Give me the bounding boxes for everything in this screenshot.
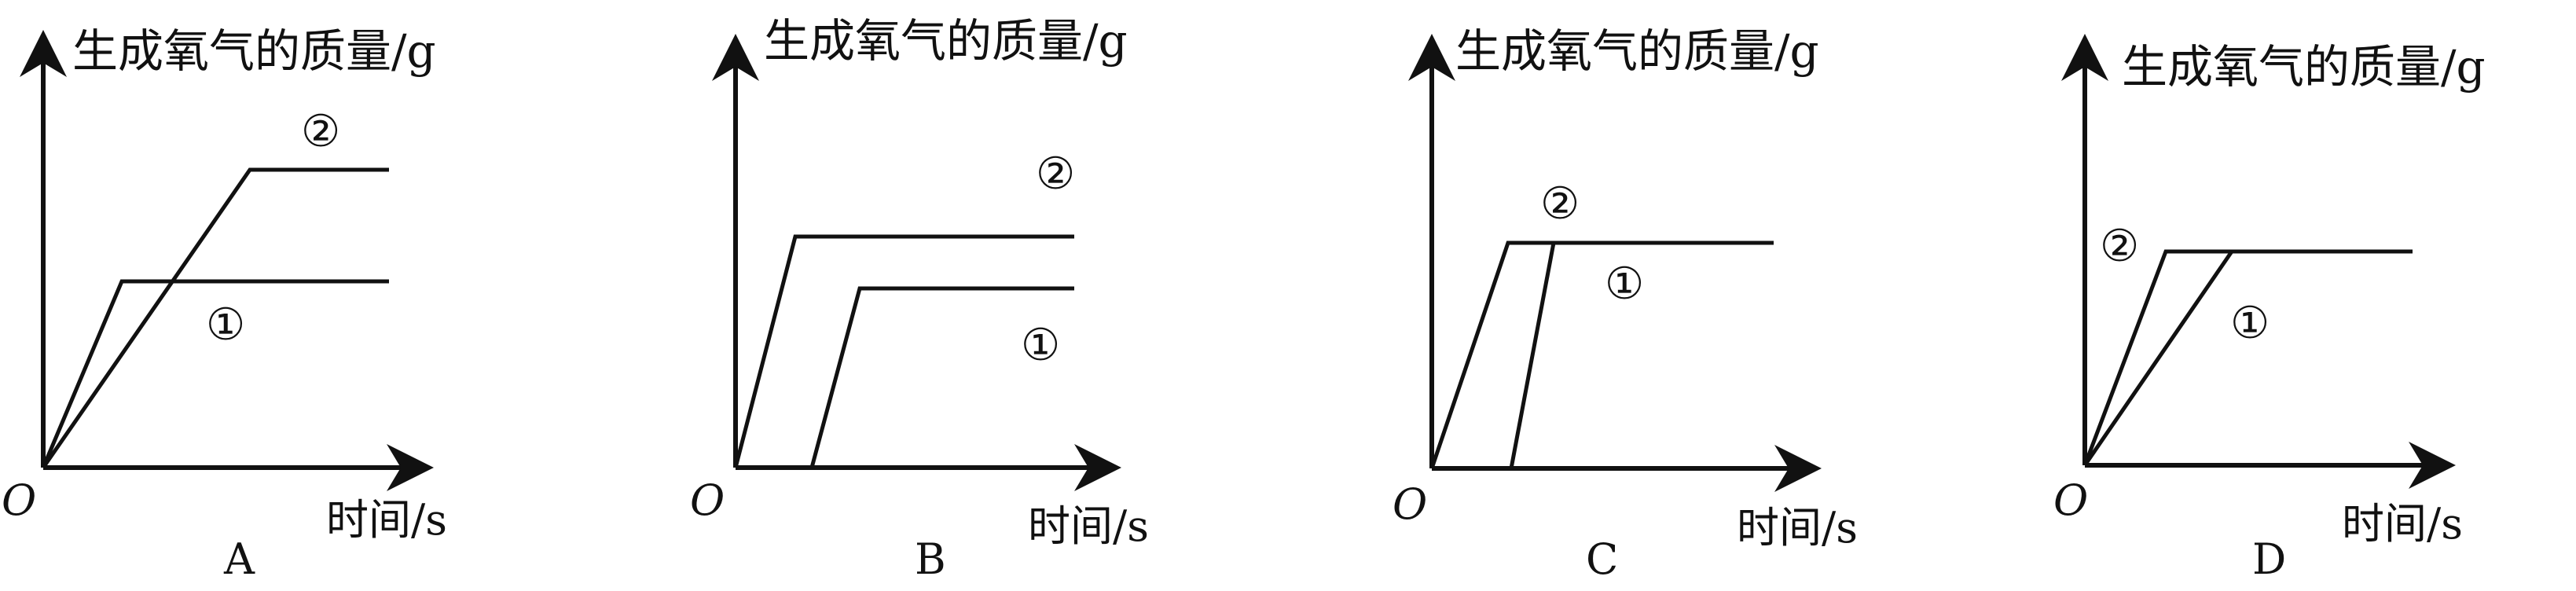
origin-label: O xyxy=(2,475,36,525)
curve-2-marker: ② xyxy=(301,106,340,157)
curve-1 xyxy=(809,286,1074,468)
panel-caption: C xyxy=(1586,534,1618,584)
curve-2-marker: ② xyxy=(2100,221,2139,272)
curve-1 xyxy=(2082,250,2234,467)
y-axis-label: 生成氧气的质量/g xyxy=(1455,24,1819,78)
curve-1-marker: ① xyxy=(206,299,245,351)
curve-2 xyxy=(41,167,389,469)
x-axis-label: 时间/s xyxy=(326,495,447,545)
curve-2 xyxy=(2082,249,2413,466)
panel-d: 生成氧气的质量/g O 时间/s ② ① D xyxy=(2053,34,2486,584)
x-axis-label: 时间/s xyxy=(1028,501,1149,551)
panel-b: 生成氧气的质量/g O 时间/s ② ① B xyxy=(690,14,1149,584)
origin-label: O xyxy=(2053,475,2088,525)
curve-2-marker: ② xyxy=(1036,149,1075,200)
origin-label: O xyxy=(690,475,725,525)
curve-1 xyxy=(41,279,389,468)
origin-label: O xyxy=(1393,479,1427,529)
curve-1-marker: ① xyxy=(2230,298,2270,349)
curve-1 xyxy=(1509,242,1556,469)
curve-1-marker: ① xyxy=(1021,320,1060,371)
x-axis-label: 时间/s xyxy=(1737,503,1858,552)
panel-c: 生成氧气的质量/g O 时间/s ② ① C xyxy=(1393,24,1858,584)
panel-caption: B xyxy=(915,534,946,584)
curve-1-marker: ① xyxy=(1605,259,1644,310)
y-axis-label: 生成氧气的质量/g xyxy=(764,14,1128,68)
panel-caption: A xyxy=(223,534,255,584)
x-axis-label: 时间/s xyxy=(2342,499,2463,549)
curve-2 xyxy=(733,234,1074,468)
y-axis-label: 生成氧气的质量/g xyxy=(72,24,436,78)
curve-2 xyxy=(1429,240,1774,469)
panel-caption: D xyxy=(2252,534,2286,584)
y-axis-label: 生成氧气的质量/g xyxy=(2122,40,2486,94)
curve-2-marker: ② xyxy=(1540,178,1580,229)
panel-a: 生成氧气的质量/g O 时间/s ② ① A xyxy=(2,24,447,584)
